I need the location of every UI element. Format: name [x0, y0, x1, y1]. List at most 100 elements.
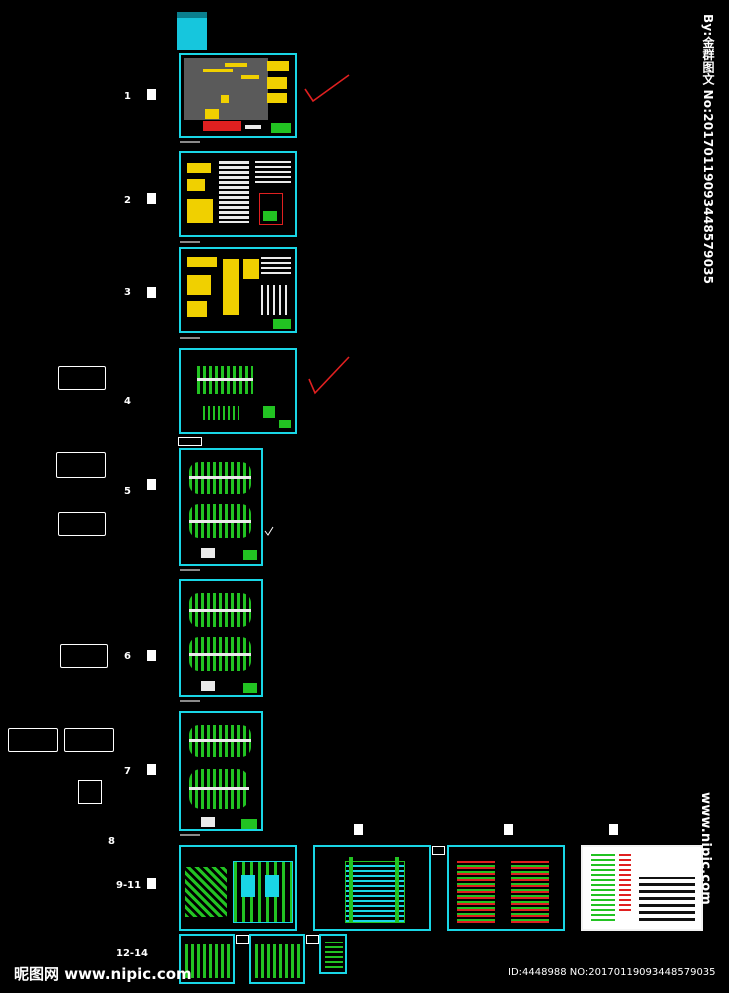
row-number-1: 1	[124, 91, 131, 102]
sheet-divider	[180, 569, 200, 571]
small-plan	[263, 406, 275, 418]
section-drawing	[591, 853, 615, 921]
sheet-tab	[236, 935, 249, 944]
text-block	[203, 69, 233, 72]
row-number-2: 2	[124, 195, 131, 206]
drawing-sheet-13[interactable]	[179, 934, 235, 984]
red-detail	[259, 193, 283, 225]
site-plan	[185, 867, 227, 917]
plan-outline-5a	[56, 452, 106, 478]
white-note	[245, 125, 261, 129]
section-drawing	[619, 853, 631, 911]
sheet-divider	[180, 241, 200, 243]
plan-walls	[189, 520, 251, 523]
plan-walls	[189, 787, 249, 790]
title-block-header	[177, 12, 207, 18]
plan-outline-7a	[8, 728, 58, 752]
drawing-sheet-4[interactable]	[179, 348, 297, 434]
text-block	[187, 257, 217, 267]
plan-outline-4	[58, 366, 106, 390]
row-marker-1	[147, 89, 156, 100]
legend-box	[201, 681, 215, 691]
stamp-block	[271, 123, 291, 133]
detail-table	[639, 877, 695, 921]
row-number-7: 7	[124, 766, 131, 777]
text-block	[225, 63, 247, 67]
detail-drawing	[325, 942, 343, 968]
row-number-5: 5	[124, 486, 131, 497]
row-number-6: 6	[124, 651, 131, 662]
plan-outline-7c	[78, 780, 102, 804]
column-marker	[609, 824, 618, 835]
plan-walls	[189, 476, 251, 479]
stamp-block	[279, 420, 291, 428]
white-check-icon	[264, 526, 274, 536]
column-marker	[354, 824, 363, 835]
text-block	[187, 301, 207, 317]
detail-table	[261, 285, 291, 315]
unit-fill	[265, 875, 279, 897]
drawing-sheet-3[interactable]	[179, 247, 297, 333]
drawing-sheet-7[interactable]	[179, 711, 263, 831]
title-block[interactable]	[177, 12, 207, 50]
sheet-fill	[184, 58, 268, 120]
detail-table	[219, 161, 249, 223]
drawing-sheet-15[interactable]	[319, 934, 347, 974]
drawing-sheet-2[interactable]	[179, 151, 297, 237]
legend-box	[201, 817, 215, 827]
row-number-8: 8	[108, 836, 115, 847]
drawing-sheet-10[interactable]	[313, 845, 431, 931]
stamp-block	[243, 550, 257, 560]
text-block	[187, 275, 211, 295]
row-number-4: 4	[124, 396, 131, 407]
unit-plan	[233, 861, 293, 923]
plan-outline-6	[60, 644, 108, 668]
text-block	[267, 93, 287, 103]
row-number-12-14: 12-14	[116, 948, 148, 959]
text-block	[267, 61, 289, 71]
plan-walls	[189, 653, 251, 656]
vertical-site-watermark: www.nipic.com	[698, 792, 713, 906]
detail-drawing	[185, 944, 231, 978]
row-marker-7	[147, 764, 156, 775]
text-block	[187, 163, 211, 173]
text-block	[267, 77, 287, 89]
sheet-tab	[306, 935, 319, 944]
row-marker-3	[147, 287, 156, 298]
plan-walls	[189, 609, 251, 612]
drawing-sheet-12[interactable]	[581, 845, 703, 931]
nipic-logo-watermark: 昵图网 www.nipic.com	[14, 965, 192, 983]
drawing-sheet-14[interactable]	[249, 934, 305, 984]
sheet-divider	[180, 834, 200, 836]
row-number-3: 3	[124, 287, 131, 298]
drawing-sheet-11[interactable]	[447, 845, 565, 931]
plan-outline-5b	[58, 512, 106, 536]
text-block	[243, 259, 259, 279]
drawing-sheet-5[interactable]	[179, 448, 263, 566]
drawing-sheet-1[interactable]	[179, 53, 297, 138]
stamp-block	[241, 819, 257, 829]
elevation-left	[457, 861, 495, 923]
red-block	[203, 121, 241, 131]
text-block	[223, 259, 239, 315]
legend-box	[201, 548, 215, 558]
unit-fill	[241, 875, 255, 897]
text-block	[221, 95, 229, 103]
vertical-credit-watermark: By:金群图文 No:20170119093448579035	[701, 14, 715, 285]
drawing-sheet-6[interactable]	[179, 579, 263, 697]
row-marker-9-11	[147, 878, 156, 889]
id-watermark: ID:4448988 NO:20170119093448579035	[508, 967, 716, 978]
detail-table	[261, 257, 291, 277]
text-block	[187, 179, 205, 191]
red-check-icon	[304, 74, 350, 103]
red-check-icon	[308, 356, 350, 395]
drawing-sheet-9[interactable]	[179, 845, 297, 931]
stamp-block	[263, 211, 277, 221]
sheet-divider	[180, 141, 200, 143]
plan-outline-7b	[64, 728, 114, 752]
plan-walls	[189, 739, 251, 742]
elevation-frame	[349, 857, 353, 923]
text-block	[187, 199, 213, 223]
row-marker-6	[147, 650, 156, 661]
text-block	[205, 109, 219, 119]
